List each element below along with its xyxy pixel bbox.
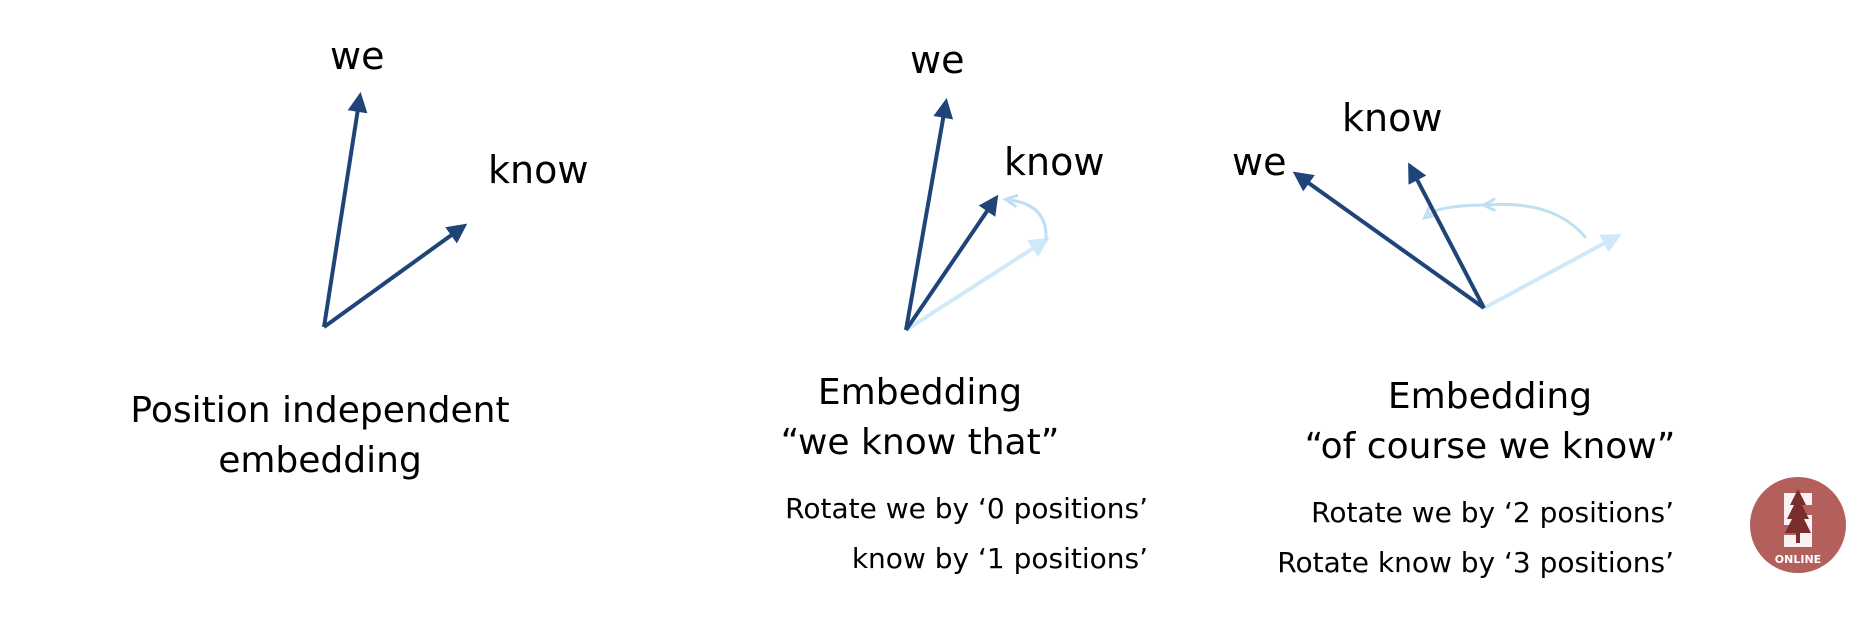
caption-3: Embedding “of course we know” xyxy=(1280,372,1700,472)
stanford-tree-icon xyxy=(1784,489,1812,547)
caption-2: Embedding “we know that” xyxy=(740,368,1100,468)
label-know-1: know xyxy=(488,148,589,192)
caption-3-line-1: Embedding xyxy=(1387,376,1593,417)
caption-1-line-1: Position independent xyxy=(130,390,510,431)
ghost-vector-3 xyxy=(1483,234,1622,310)
vector-know-2 xyxy=(904,194,999,332)
vector-we-3 xyxy=(1292,171,1486,310)
label-know-3: know xyxy=(1342,96,1443,140)
caption-1: Position independent embedding xyxy=(100,386,540,486)
vector-we-2 xyxy=(904,98,954,331)
vector-know-1 xyxy=(322,223,468,329)
vector-we-1 xyxy=(322,92,368,328)
note-2-line-2: know by ‘1 positions’ xyxy=(851,542,1148,575)
ghost-vector-know-2 xyxy=(904,237,1050,332)
label-we-2: we xyxy=(910,38,965,82)
label-we-1: we xyxy=(330,34,385,78)
stanford-online-logo: ONLINE xyxy=(1750,477,1846,573)
logo-text: ONLINE xyxy=(1775,553,1821,566)
caption-3-line-2: “of course we know” xyxy=(1304,426,1676,467)
note-3-line-1: Rotate we by ‘2 positions’ xyxy=(1311,496,1674,529)
rotation-arc-3 xyxy=(1428,204,1588,239)
note-2-line-1: Rotate we by ‘0 positions’ xyxy=(785,492,1148,525)
vector-know-3 xyxy=(1408,162,1486,309)
caption-2-line-2: “we know that” xyxy=(780,422,1060,463)
label-we-3: we xyxy=(1232,140,1287,184)
caption-2-line-1: Embedding xyxy=(817,372,1023,413)
note-3-line-2: Rotate know by ‘3 positions’ xyxy=(1277,546,1674,579)
rotation-arc-2 xyxy=(1010,200,1048,241)
caption-1-line-2: embedding xyxy=(218,440,422,481)
label-know-2: know xyxy=(1004,140,1105,184)
